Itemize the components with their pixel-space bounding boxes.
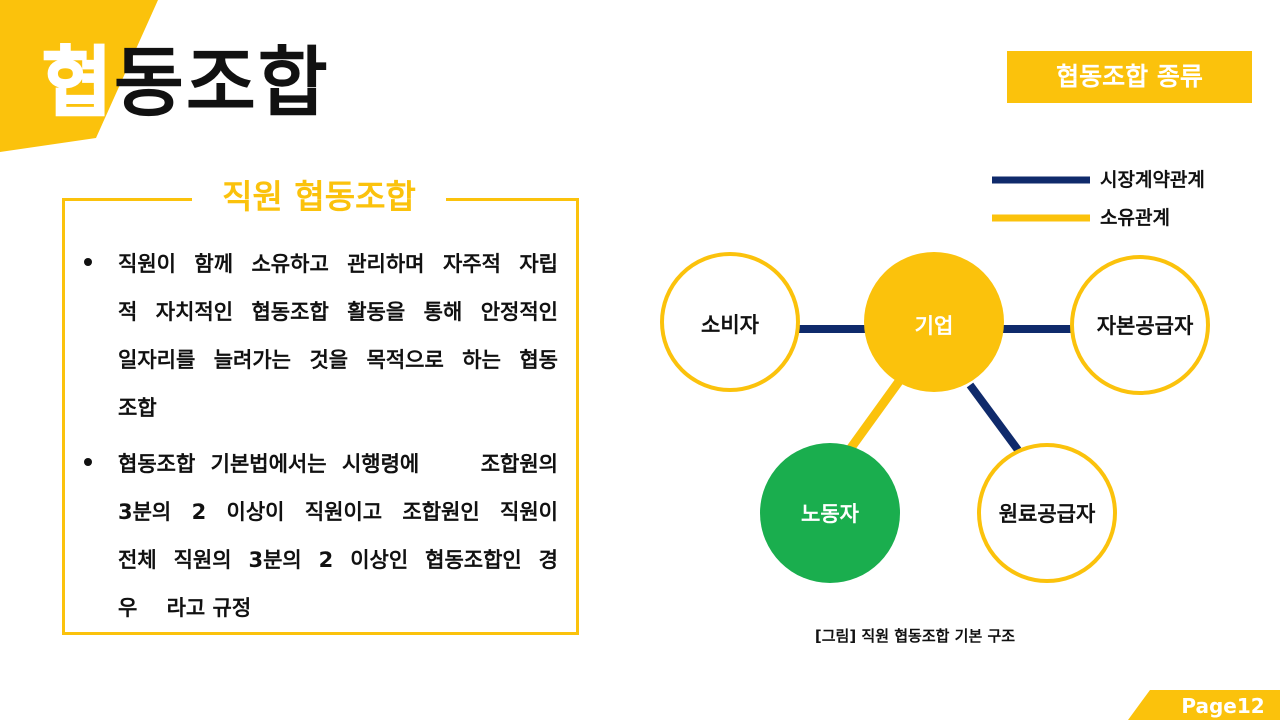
node-capital bbox=[1070, 255, 1210, 395]
bullet-2-line-2: 3분의 2 이상이 직원이고 조합원인 직원이 bbox=[118, 500, 558, 524]
node-label-consumer: 소비자 bbox=[701, 313, 759, 337]
section-tag: 협동조합 종류 bbox=[1007, 51, 1252, 103]
node-consumer bbox=[660, 252, 800, 392]
bullet-dot bbox=[84, 458, 92, 466]
bullet-1-line-1: 직원이 함께 소유하고 관리하며 자주적 자립 bbox=[118, 252, 558, 276]
node-company bbox=[864, 252, 1004, 392]
node-labor bbox=[760, 443, 900, 583]
bullet-1-line-2: 적 자치적인 협동조합 활동을 통해 안정적인 bbox=[118, 300, 558, 324]
node-label-company: 기업 bbox=[914, 314, 954, 338]
bullet-2-line-4: 우 라고 규정 bbox=[118, 596, 252, 620]
node-material bbox=[977, 443, 1117, 583]
page-title-highlight: 협 bbox=[41, 37, 114, 128]
bullet-1-line-3: 일자리를 늘려가는 것을 목적으로 하는 협동 bbox=[118, 348, 558, 372]
page-title: 협동조합 bbox=[41, 28, 330, 138]
bullet-2-line-1: 협동조합 기본법에서는 시행령에 조합원의 bbox=[118, 452, 558, 476]
node-label-capital: 자본공급자 bbox=[1096, 314, 1194, 338]
connector-company-labor bbox=[844, 377, 904, 455]
node-label-labor: 노동자 bbox=[801, 502, 859, 526]
figure-caption: [그림] 직원 협동조합 기본 구조 bbox=[814, 627, 1016, 645]
panel-heading: 직원 협동조합 bbox=[192, 172, 446, 222]
page-number-tab bbox=[1128, 690, 1280, 720]
page-title-rest: 동조합 bbox=[113, 38, 330, 127]
bullet-dot bbox=[84, 258, 92, 266]
top-left-accent-shape bbox=[0, 0, 158, 152]
bullet-2-line-3: 전체 직원의 3분의 2 이상인 협동조합인 경 bbox=[118, 548, 558, 572]
node-label-material: 원료공급자 bbox=[998, 502, 1096, 526]
legend-label-market: 시장계약관계 bbox=[1100, 169, 1205, 191]
legend-label-ownership: 소유관계 bbox=[1100, 207, 1170, 229]
page-number: Page12 bbox=[1181, 694, 1265, 718]
connector-company-material bbox=[966, 382, 1022, 453]
bullet-1-line-4: 조합 bbox=[118, 396, 157, 420]
